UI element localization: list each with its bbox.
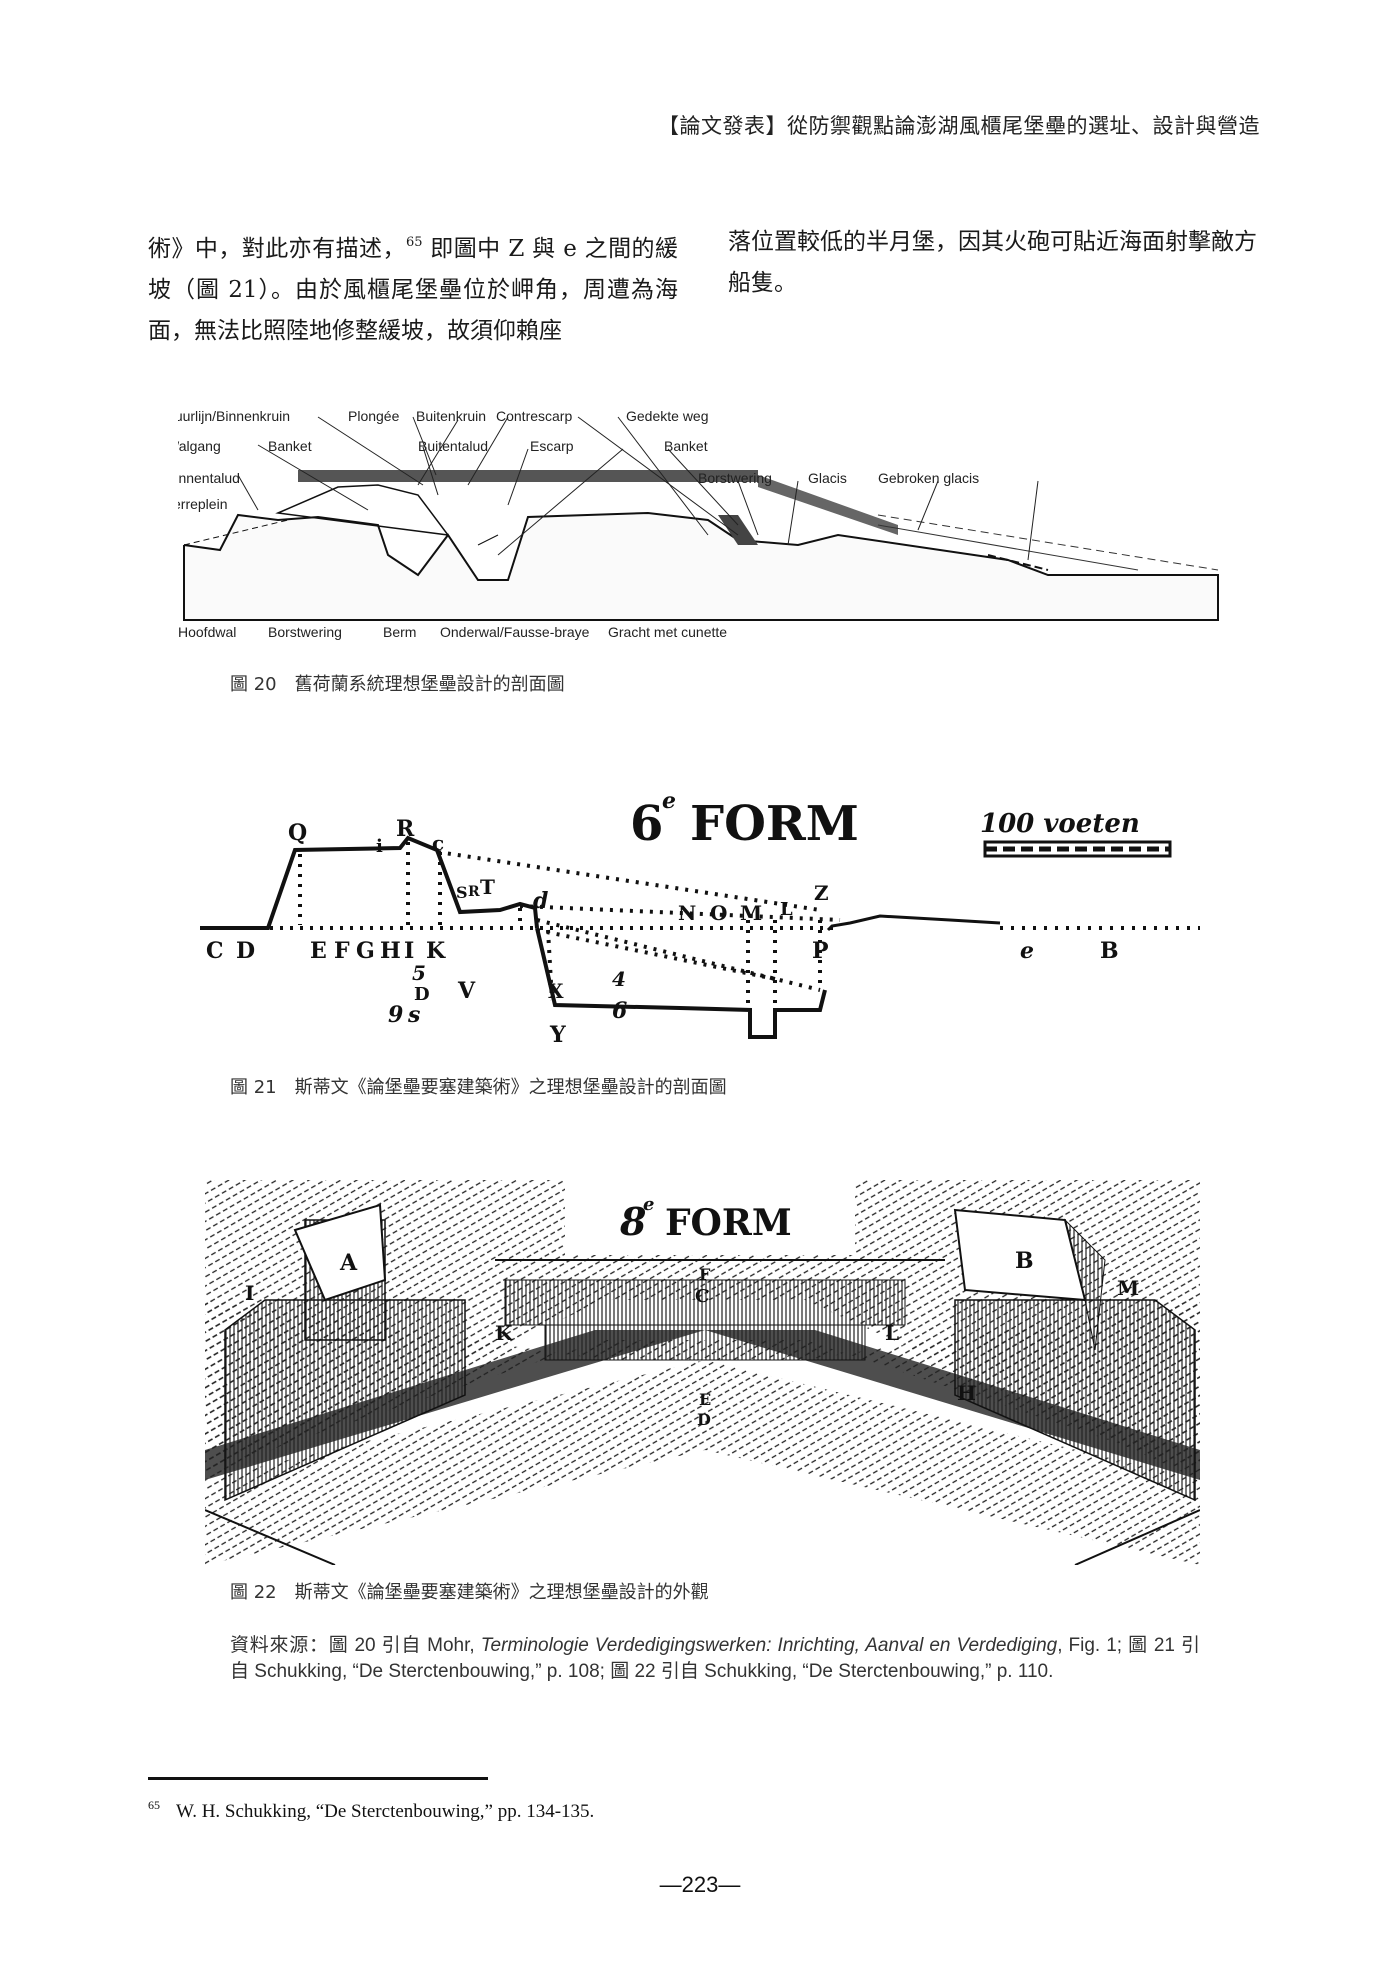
- fig21-point-label: M: [740, 901, 762, 925]
- running-header: 【論文發表】從防禦觀點論澎湖風櫃尾堡壘的選址、設計與營造: [658, 114, 1260, 138]
- fig21-point-label: N: [678, 901, 696, 925]
- fig21-point-label: C: [206, 938, 224, 964]
- fig21-point-label: P: [812, 938, 829, 964]
- fig21-point-label: H: [380, 938, 401, 964]
- fig21-point-label: 4: [612, 967, 626, 991]
- fig22-point-label: F: [699, 1265, 711, 1284]
- fig20-label: Banket: [268, 438, 312, 454]
- fig21-point-label: I: [404, 938, 414, 964]
- fig22-point-label: H: [957, 1381, 976, 1405]
- fig21-title-word: FORM: [690, 796, 859, 852]
- figure-20-dutch-fortification-profile: Vuurlijn/Binnenkruin Plongée Buitenkruin…: [166, 385, 1228, 645]
- body-text-left-column: 術》中，對此亦有描述，65 即圖中 Z 與 e 之間的緩坡（圖 21）。由於風櫃…: [148, 222, 678, 352]
- fig21-point-label: e: [1020, 938, 1034, 964]
- figure-21-stevin-profile: 6 e FORM 100 voeten Q i R c S: [169, 780, 1210, 1050]
- fig20-label: Gracht met cunette: [608, 624, 727, 640]
- figure-22-drawing: 8 e FORM A B C D E F H I K L M: [204, 1180, 1201, 1566]
- fig20-label: Gedekte weg: [626, 408, 709, 424]
- fig21-point-label: B: [1100, 938, 1119, 964]
- fig22-point-label: A: [339, 1250, 358, 1276]
- fig20-label: Contrescarp: [496, 408, 572, 424]
- fig21-point-label: c: [432, 831, 444, 855]
- fig20-label: Borstwering: [268, 624, 342, 640]
- body-text-right-column: 落位置較低的半月堡，因其火砲可貼近海面射擊敵方船隻。: [728, 229, 1257, 296]
- fig21-point-label: K: [426, 938, 446, 964]
- fig20-label: Banket: [664, 438, 708, 454]
- figure-source-note: 資料來源：圖 20 引自 Mohr, Terminologie Verdedig…: [230, 1635, 1200, 1682]
- fig20-label: Berm: [383, 624, 416, 640]
- fig20-label: Terreplein: [178, 496, 227, 512]
- fig22-title: 8: [619, 1199, 646, 1244]
- fig21-point-label: O: [710, 901, 727, 925]
- fig20-label: Plongée: [348, 408, 400, 424]
- fig21-point-label: d: [533, 888, 548, 914]
- fig20-label: Gebroken glacis: [878, 470, 979, 486]
- fig22-title-word: FORM: [665, 1202, 792, 1244]
- source-title-italic: Terminologie Verdedigingswerken: Inricht…: [480, 1635, 1058, 1656]
- fig21-point-label: D: [414, 984, 430, 1005]
- fig22-point-label: M: [1117, 1276, 1139, 1300]
- fig21-point-label: E: [310, 938, 327, 964]
- fig21-point-label: L: [780, 899, 793, 920]
- fig20-label: Onderwal/Fausse-braye: [440, 624, 590, 640]
- fig21-point-label: T: [480, 875, 495, 899]
- fig22-point-label: C: [695, 1286, 709, 1307]
- fig20-label: Buitenkruin: [416, 408, 486, 424]
- fig22-point-label: D: [697, 1410, 711, 1429]
- fig21-point-label: i: [376, 836, 383, 857]
- body-text: 術》中，對此亦有描述，: [148, 236, 406, 262]
- fig21-point-label: s: [407, 1002, 420, 1028]
- body-text: 即圖中 Z 與 e 之間的緩坡（圖 21）。由於風櫃尾堡壘位於岬角，周遭為海面，…: [148, 236, 679, 344]
- fig21-title: 6: [630, 796, 663, 852]
- fig21-point-label: X: [548, 979, 564, 1003]
- fig22-title-sup: e: [643, 1194, 654, 1215]
- fig21-point-label: R: [396, 816, 415, 842]
- fig21-point-label: 6: [612, 998, 627, 1024]
- fig21-point-label: Z: [814, 881, 829, 905]
- fig21-point-label: R: [468, 884, 480, 900]
- footnote-reference[interactable]: 65: [405, 235, 423, 250]
- fig20-label: Vuurlijn/Binnenkruin: [178, 408, 290, 424]
- fig22-point-label: E: [699, 1390, 711, 1409]
- fig20-label: Walgang: [178, 438, 221, 454]
- fig22-point-label: L: [885, 1321, 899, 1345]
- fig22-point-label: B: [1015, 1248, 1034, 1274]
- fig20-label: Glacis: [808, 470, 847, 486]
- page-number: —223—: [659, 1872, 741, 1897]
- figure-21-drawing: 6 e FORM 100 voeten Q i R c S: [169, 788, 1200, 1048]
- fig22-point-label: I: [245, 1281, 254, 1305]
- fig21-point-label: V: [457, 978, 476, 1004]
- fig21-title-sup: e: [662, 788, 676, 814]
- scale-label: 100 voeten: [980, 809, 1140, 839]
- fig21-point-label: G: [356, 938, 375, 964]
- fig20-label: Hoofdwal: [178, 624, 236, 640]
- fig21-point-label: Q: [288, 820, 307, 846]
- fig21-point-label: 9: [388, 1002, 403, 1028]
- fig20-label: Escarp: [530, 438, 574, 454]
- footnote-divider: [148, 1777, 488, 1780]
- fig22-point-label: K: [495, 1321, 513, 1345]
- fig20-label: Borstwering: [698, 470, 772, 486]
- fig21-point-label: 5: [412, 961, 426, 985]
- figure-20-drawing: Vuurlijn/Binnenkruin Plongée Buitenkruin…: [166, 408, 1219, 640]
- fig21-point-label: D: [236, 938, 255, 964]
- fig21-point-label: S: [456, 883, 468, 902]
- fig21-point-label: F: [334, 938, 350, 964]
- fig20-label: Binnentalud: [178, 470, 240, 486]
- fig21-point-label: Y: [549, 1022, 566, 1048]
- figure-22-stevin-perspective: 8 e FORM A B C D E F H I K L M: [204, 1180, 1201, 1566]
- fig20-label: Buitentalud: [418, 438, 488, 454]
